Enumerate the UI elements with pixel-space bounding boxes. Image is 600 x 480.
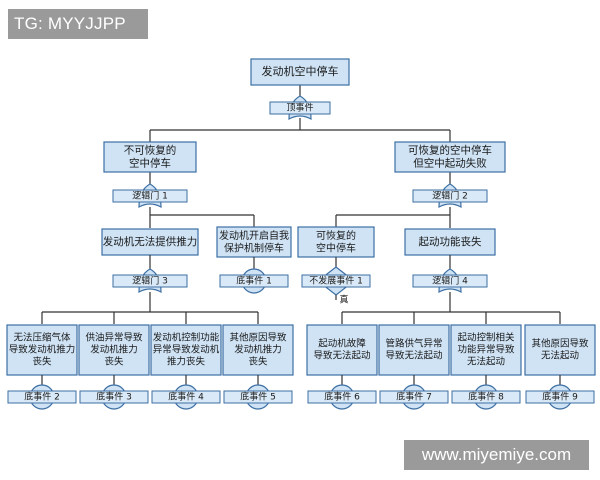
- leaf-event-3-text: 发动机控制功能: [153, 332, 220, 344]
- basic-event-2-band: [7, 390, 77, 404]
- leaf-event-8: [524, 324, 596, 376]
- intermediate-event-3-text: 发动机无法提供推力: [103, 235, 198, 248]
- leaf-event-6-text: 导致无法起动: [385, 350, 442, 362]
- leaf-event-1-text: 导致发动机推力: [9, 344, 76, 356]
- basic-event-2-label: 底事件 2: [24, 391, 60, 403]
- leaf-event-4-text: 丧失: [248, 356, 268, 368]
- basic-event-4-label: 底事件 4: [168, 391, 204, 403]
- top-gate-label: 顶事件: [286, 102, 313, 114]
- basic-event-1-band: [219, 274, 289, 288]
- intermediate-event-5: [297, 226, 375, 258]
- leaf-event-1-text: 丧失: [32, 356, 52, 368]
- leaf-event-1-text: 无法压缩气体: [13, 332, 71, 344]
- basic-event-7-label: 底事件 7: [396, 391, 432, 403]
- leaf-event-4-text: 其他原因导致: [229, 332, 287, 344]
- intermediate-event-5-text: 空中停车: [316, 241, 356, 254]
- top-gate-band: [269, 101, 331, 115]
- logic-gate-4-label: 逻辑门 4: [432, 275, 468, 287]
- intermediate-event-1: [103, 141, 197, 173]
- basic-event-6-label: 底事件 6: [324, 391, 360, 403]
- basic-event-6-band: [307, 390, 377, 404]
- basic-event-5-band: [223, 390, 293, 404]
- leaf-event-3-text: 异常导致发动机: [153, 344, 220, 356]
- intermediate-event-1-text: 不可恢复的: [124, 144, 177, 157]
- leaf-event-4: [222, 324, 294, 376]
- intermediate-event-6: [404, 228, 496, 256]
- leaf-event-3: [150, 324, 222, 376]
- leaf-event-1: [6, 324, 78, 376]
- channel-badge: TG: MYYJJPP: [8, 9, 148, 39]
- basic-event-7-band: [379, 390, 449, 404]
- basic-event-9-label: 底事件 9: [542, 391, 578, 403]
- intermediate-event-1-text: 空中停车: [129, 157, 171, 170]
- logic-gate-1-label: 逻辑门 1: [132, 190, 168, 202]
- watermark: www.miyemiye.com: [404, 440, 589, 470]
- leaf-event-2-text: 丧失: [104, 356, 124, 368]
- basic-event-3-band: [79, 390, 149, 404]
- leaf-event-2: [78, 324, 150, 376]
- intermediate-event-3: [101, 228, 199, 256]
- top-event-box-text: 发动机空中停车: [262, 64, 339, 78]
- logic-gate-3-label: 逻辑门 3: [132, 275, 168, 287]
- leaf-event-8-text: 无法起动: [541, 350, 579, 362]
- leaf-event-7-text: 无法起动: [467, 356, 505, 368]
- intermediate-event-5-text: 可恢复的: [316, 229, 356, 242]
- leaf-event-4-text: 发动机推力: [234, 344, 282, 356]
- intermediate-event-4-text: 保护机制停车: [224, 241, 284, 254]
- basic-event-8-label: 底事件 8: [468, 391, 504, 403]
- leaf-event-5-text: 起动机故障: [318, 338, 366, 350]
- leaf-event-6-text: 管路供气异常: [385, 338, 442, 350]
- intermediate-event-2-text: 但空中起动失败: [413, 157, 487, 170]
- leaf-event-5: [306, 324, 378, 376]
- undeveloped-event-1-band: [301, 274, 371, 288]
- top-event-box: [250, 58, 350, 86]
- basic-event-9-band: [525, 390, 595, 404]
- basic-event-4-band: [151, 390, 221, 404]
- basic-event-5-label: 底事件 5: [240, 391, 276, 403]
- leaf-event-2-text: 发动机推力: [90, 344, 138, 356]
- leaf-event-2-text: 供油异常导致: [85, 332, 143, 344]
- leaf-event-7-text: 功能异常导致: [457, 344, 515, 356]
- logic-gate-2-band: [412, 189, 488, 203]
- leaf-event-5-text: 导致无法起动: [313, 350, 370, 362]
- basic-event-1-label: 底事件 1: [236, 275, 272, 287]
- intermediate-event-6-text: 起动功能丧失: [419, 235, 482, 248]
- condition-true-label: 真: [339, 294, 348, 306]
- intermediate-event-4-text: 发动机开启自我: [219, 229, 289, 242]
- basic-event-8-band: [451, 390, 521, 404]
- leaf-event-8-text: 其他原因导致: [531, 338, 589, 350]
- logic-gate-2-label: 逻辑门 2: [432, 190, 468, 202]
- leaf-event-3-text: 推力丧失: [167, 356, 206, 368]
- logic-gate-3-band: [112, 274, 188, 288]
- logic-gate-1-band: [112, 189, 188, 203]
- leaf-event-7-text: 起动控制相关: [457, 332, 515, 344]
- logic-gate-4-band: [412, 274, 488, 288]
- undeveloped-event-1-label: 不发展事件 1: [309, 275, 363, 287]
- intermediate-event-2-text: 可恢复的空中停车: [408, 144, 492, 157]
- leaf-event-6: [378, 324, 450, 376]
- intermediate-event-2: [394, 141, 506, 173]
- basic-event-3-label: 底事件 3: [96, 391, 132, 403]
- leaf-event-7: [450, 324, 522, 376]
